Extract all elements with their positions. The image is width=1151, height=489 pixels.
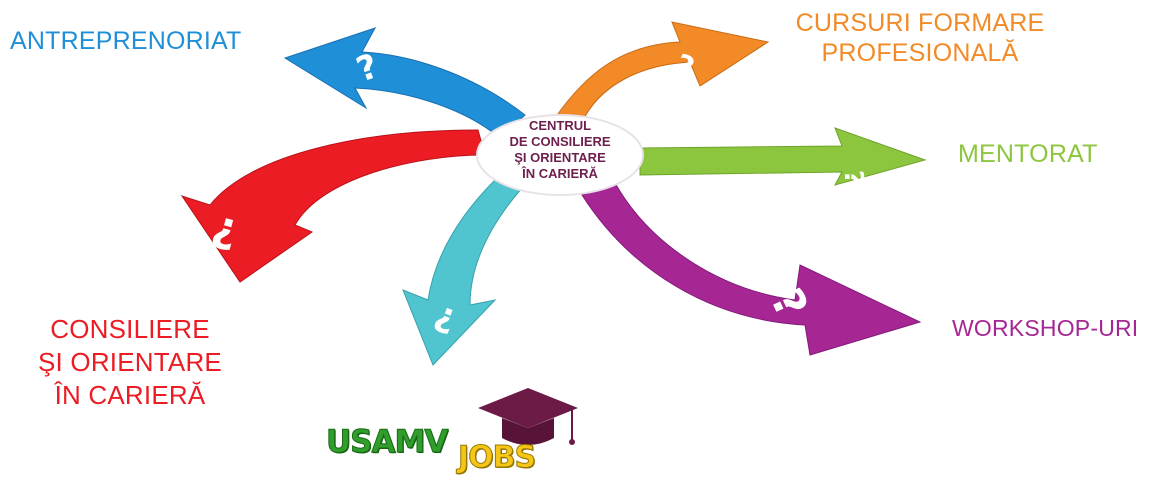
glyph-mentorat: ? [838,170,868,185]
label-cursuri-line-2: PROFESIONALĂ [821,39,1019,67]
arrow-teal [402,179,523,366]
center-line-1: CENTRUL [528,118,592,133]
center-line-4: ÎN CARIERĂ [522,166,598,181]
center-ellipse [476,114,644,196]
logo-usamv-text: USAMV [325,424,448,461]
label-consiliere-line-2: ŞI ORIENTARE [38,347,222,377]
arrow-mentorat [639,127,927,186]
label-mentorat-line-1: MENTORAT [958,140,1098,168]
logo-jobs-text: JOBS [457,440,536,476]
label-workshop: WORKSHOP-URI [952,313,1138,343]
label-antreprenoriat: ANTREPRENORIAT [10,26,242,56]
arrow-workshop [581,182,922,356]
arrow-consiliere [180,129,486,283]
label-consiliere-line-1: CONSILIERE [50,314,210,344]
arrow-cursuri [554,21,770,123]
label-workshop-line-1: WORKSHOP-URI [952,315,1139,341]
label-consiliere: CONSILIERE ŞI ORIENTARE ÎN CARIERĂ [0,313,260,412]
center-title: CENTRUL DE CONSILIERE ŞI ORIENTARE ÎN CA… [480,118,640,182]
arrow-antreprenoriat [283,27,526,139]
label-cursuri-line-1: CURSURI FORMARE [795,9,1045,37]
label-cursuri: CURSURI FORMARE PROFESIONALĂ [760,8,1080,68]
label-mentorat: MENTORAT [958,139,1098,169]
label-consiliere-line-3: ÎN CARIERĂ [54,380,206,410]
center-line-2: DE CONSILIERE [509,134,611,149]
label-antreprenoriat-line-1: ANTREPRENORIAT [10,27,242,55]
graduation-cap-icon [478,388,578,445]
usamv-jobs-logo: USAMV JOBS [320,380,580,484]
center-line-3: ŞI ORIENTARE [514,150,606,165]
